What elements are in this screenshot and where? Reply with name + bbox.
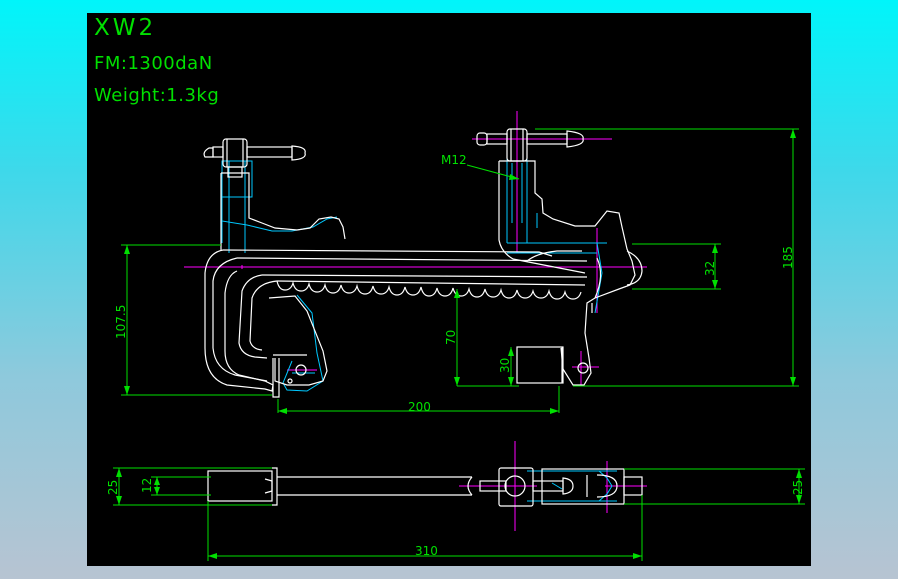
dim-bar-thickness-right: 25 bbox=[791, 480, 805, 495]
dim-height-overall: 185 bbox=[781, 246, 795, 269]
dim-bar-inner: 12 bbox=[140, 478, 154, 493]
dim-jaw-height: 70 bbox=[444, 330, 458, 345]
dimension-lines bbox=[113, 128, 805, 561]
dim-throat-depth: 32 bbox=[703, 261, 717, 276]
dim-thread: M12 bbox=[441, 153, 467, 167]
model-title: XW2 bbox=[94, 15, 157, 41]
force-label: FM:1300daN bbox=[94, 53, 213, 74]
weight-label: Weight:1.3kg bbox=[94, 85, 220, 106]
clamp-plan-view bbox=[207, 467, 643, 507]
dim-clamp-opening: 107.5 bbox=[114, 305, 128, 339]
clamp-drawing: M12 185 32 107.5 70 30 200 25 12 25 310 bbox=[106, 111, 805, 561]
hidden-lines bbox=[221, 153, 617, 502]
cad-drawing-canvas: XW2 FM:1300daN Weight:1.3kg bbox=[87, 13, 811, 566]
dim-jaw-width: 30 bbox=[498, 358, 512, 373]
dimension-arrows bbox=[116, 129, 802, 559]
clamp-side-view bbox=[203, 128, 643, 398]
dim-bar-thickness: 25 bbox=[106, 480, 120, 495]
dim-reach: 200 bbox=[408, 400, 431, 414]
dim-length-overall: 310 bbox=[415, 544, 438, 558]
